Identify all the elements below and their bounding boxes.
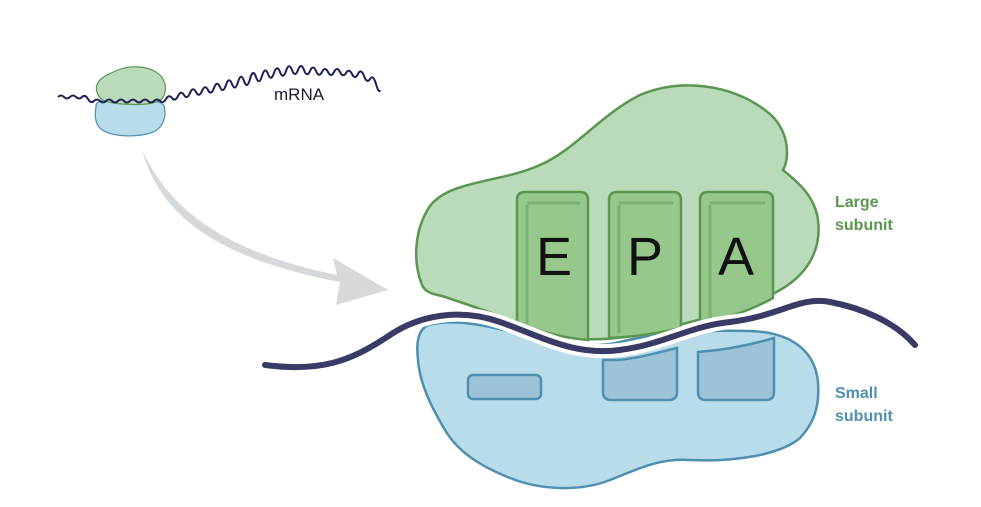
- mrna-strand-core: [262, 297, 918, 371]
- p-site: P: [607, 190, 683, 340]
- mrna-label: mRNA: [274, 85, 325, 104]
- mini-mrna-strand: [57, 65, 381, 104]
- p-site-slot: [607, 190, 683, 340]
- mini-small-subunit: [94, 99, 166, 137]
- p-site-letter: P: [627, 227, 663, 287]
- mini-large-subunit: [95, 66, 166, 106]
- a-site-letter: A: [718, 227, 754, 287]
- e-site: E: [515, 190, 590, 342]
- curved-arrow: [142, 150, 388, 305]
- small-subunit: [416, 321, 820, 490]
- large-subunit: E P A: [414, 84, 820, 342]
- large-subunit-label-line2: subunit: [835, 217, 893, 234]
- small-subunit-label-line1: Small: [835, 385, 878, 402]
- a-site: A: [698, 190, 775, 327]
- large-subunit-label-line1: Large: [835, 194, 879, 211]
- e-site-letter: E: [536, 227, 572, 287]
- mini-ribosome: mRNA: [57, 65, 381, 137]
- a-site-pocket: [696, 336, 776, 402]
- small-subunit-groove: [466, 373, 543, 401]
- p-site-pocket: [601, 346, 679, 402]
- small-subunit-label-line2: subunit: [835, 408, 893, 425]
